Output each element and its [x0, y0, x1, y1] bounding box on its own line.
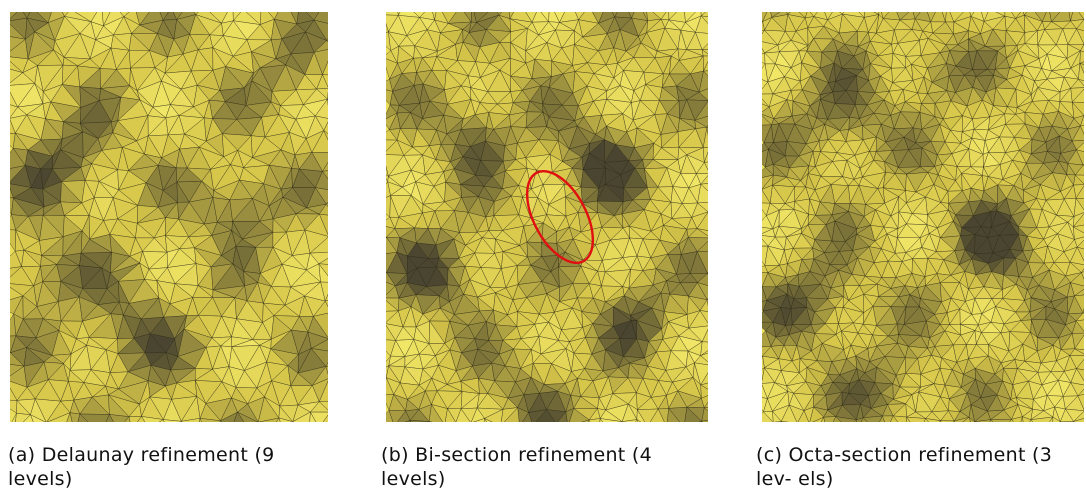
mesh-render-b: [386, 12, 708, 422]
figure-panel-b: [386, 12, 708, 422]
mesh-image-a: [10, 12, 328, 422]
mesh-render-c: [762, 12, 1084, 422]
figure-panel-a: [10, 12, 328, 422]
figure-panel-c: [762, 12, 1084, 422]
caption-c: (c) Octa-section refinement (3 lev- els): [756, 443, 1076, 491]
mesh-image-c: [762, 12, 1084, 422]
mesh-image-b: [386, 12, 708, 422]
caption-a: (a) Delaunay refinement (9 levels): [8, 443, 338, 491]
caption-b: (b) Bi-section refinement (4 levels): [381, 443, 721, 491]
mesh-render-a: [10, 12, 328, 422]
